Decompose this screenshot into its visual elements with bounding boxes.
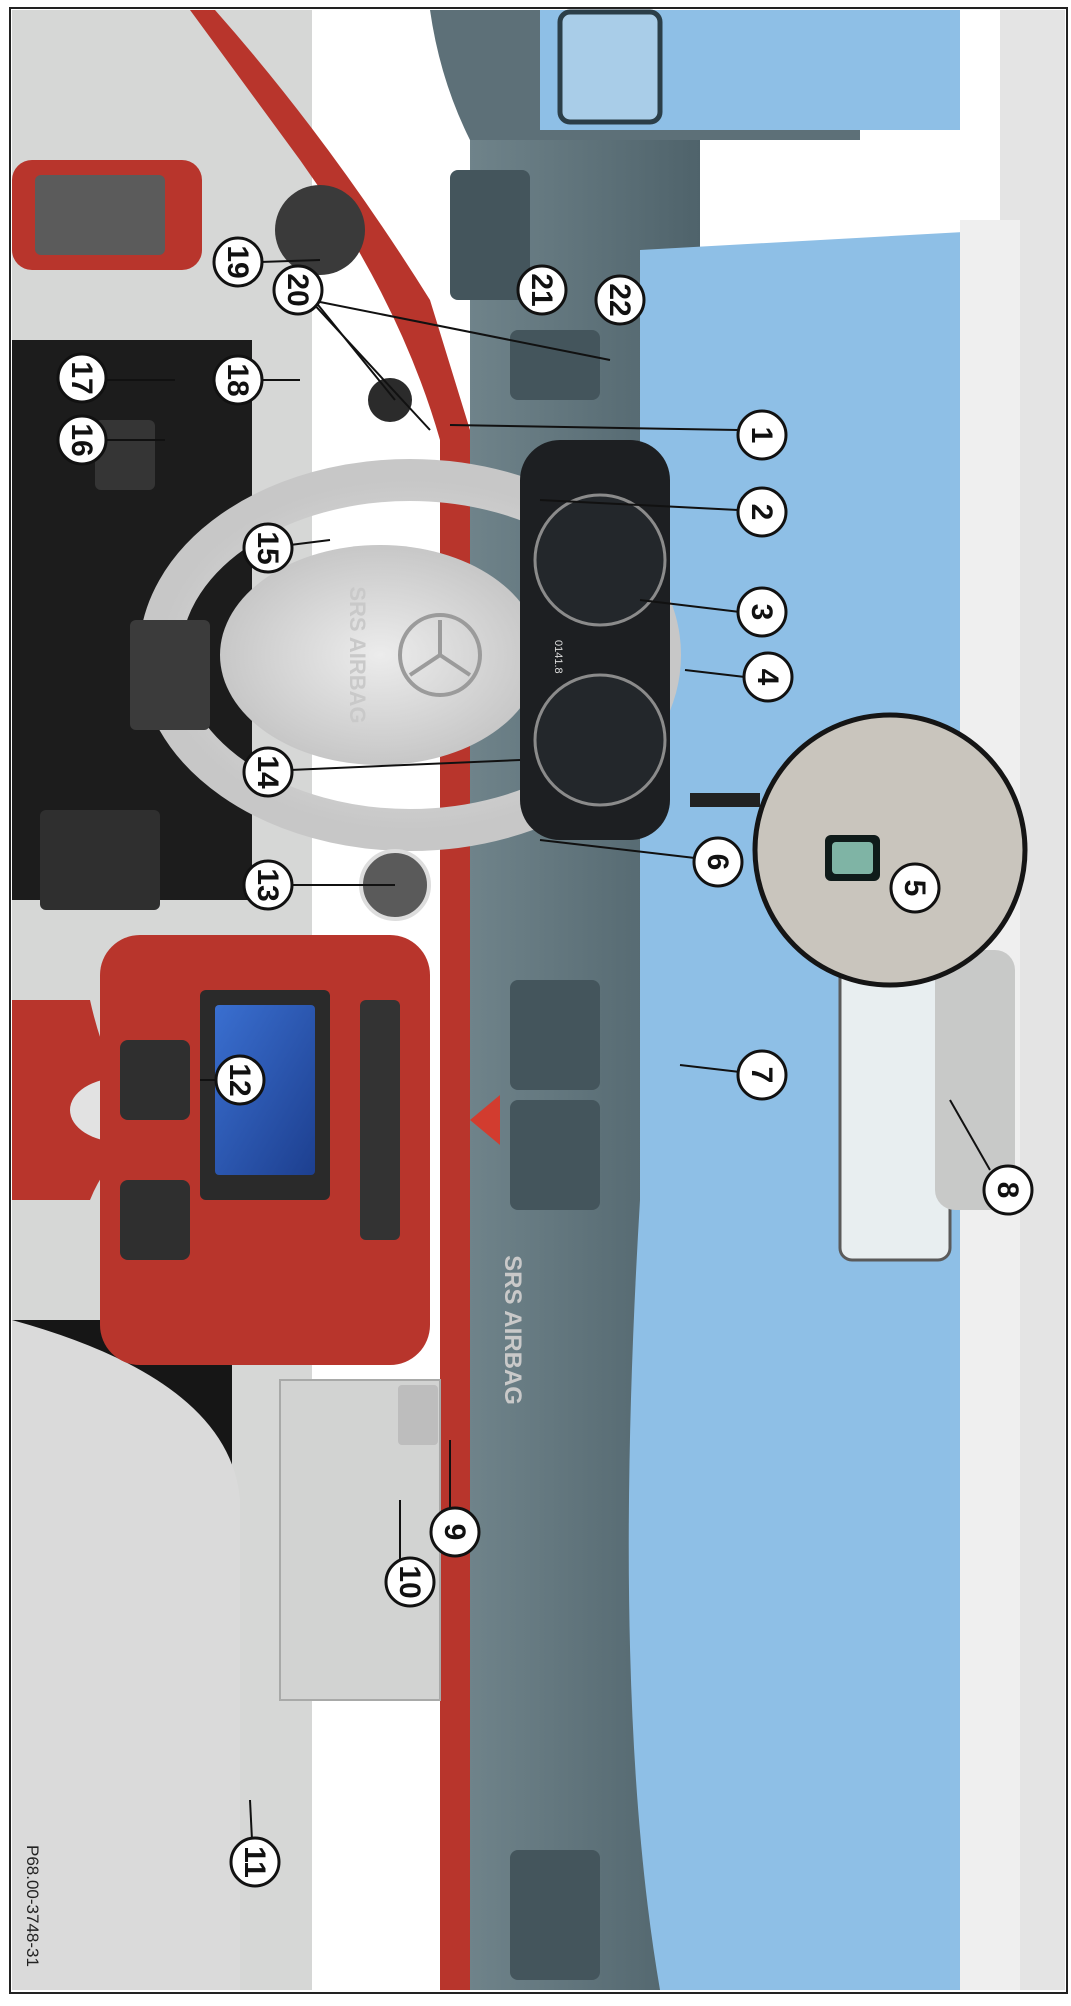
callout-leaders <box>105 259 991 1841</box>
mercedes-star-icon <box>398 613 482 697</box>
callout-2: 2 <box>736 486 788 538</box>
svg-text:20: 20 <box>281 273 314 306</box>
callout-3: 3 <box>736 586 788 638</box>
svg-text:13: 13 <box>251 868 284 901</box>
callout-5: 5 <box>889 862 941 914</box>
callout-7: 7 <box>736 1049 788 1101</box>
callout-12: 12 <box>214 1054 266 1106</box>
svg-text:10: 10 <box>393 1565 426 1598</box>
svg-text:15: 15 <box>251 531 284 564</box>
hazard-triangle-icon <box>470 1095 500 1145</box>
figure-code: P68.00-3748-31 <box>23 1845 42 1967</box>
dash-airbag-label: SRS AIRBAG <box>499 1255 526 1405</box>
svg-text:21: 21 <box>525 273 558 306</box>
svg-text:22: 22 <box>603 283 636 316</box>
callout-20: 20 <box>272 264 324 316</box>
side-mirror <box>557 9 663 125</box>
callout-10: 10 <box>384 1556 436 1608</box>
svg-text:4: 4 <box>751 669 784 686</box>
callout-4: 4 <box>742 651 794 703</box>
rear-view-mirror <box>838 958 952 1262</box>
callout-15: 15 <box>242 522 294 574</box>
callout-9: 9 <box>429 1506 481 1558</box>
glove-box <box>279 1379 441 1701</box>
callout-22: 22 <box>594 274 646 326</box>
callout-8: 8 <box>982 1164 1034 1216</box>
comand-display <box>215 1005 315 1175</box>
callout-14: 14 <box>242 746 294 798</box>
svg-text:2: 2 <box>745 504 778 521</box>
overhead-control-panel <box>935 950 1015 1210</box>
callout-13: 13 <box>242 859 294 911</box>
callout-17: 17 <box>56 352 108 404</box>
svg-text:16: 16 <box>65 423 98 456</box>
svg-text:1: 1 <box>745 427 778 444</box>
light-switch <box>275 185 365 275</box>
svg-text:11: 11 <box>238 1846 271 1878</box>
accelerator-pedal <box>130 620 210 730</box>
callout-6: 6 <box>692 836 744 888</box>
callout-11: 11 <box>229 1836 281 1888</box>
inset-detail <box>752 712 1028 988</box>
svg-text:5: 5 <box>898 880 931 897</box>
air-vents <box>450 170 600 1980</box>
parking-brake-pedal <box>95 420 155 490</box>
svg-text:12: 12 <box>223 1063 256 1096</box>
svg-text:7: 7 <box>745 1067 778 1084</box>
svg-text:6: 6 <box>701 854 734 871</box>
wood-trim-strip <box>190 10 470 1990</box>
brake-pedal <box>40 810 160 910</box>
windshield <box>628 230 1000 1990</box>
odometer-readout: 0141.8 <box>552 640 564 674</box>
svg-text:18: 18 <box>221 363 254 396</box>
callout-21: 21 <box>516 264 568 316</box>
callout-19: 19 <box>212 236 264 288</box>
callout-16: 16 <box>56 414 108 466</box>
callout-1: 1 <box>736 409 788 461</box>
svg-text:17: 17 <box>65 361 98 394</box>
svg-text:8: 8 <box>991 1182 1024 1199</box>
interior-panels <box>12 10 312 1990</box>
callout-18: 18 <box>212 354 264 406</box>
svg-text:14: 14 <box>251 755 284 789</box>
svg-text:3: 3 <box>745 604 778 621</box>
svg-text:9: 9 <box>438 1524 471 1541</box>
wheel-airbag-label: SRS AIRBAG <box>345 586 370 723</box>
svg-text:19: 19 <box>221 245 254 278</box>
